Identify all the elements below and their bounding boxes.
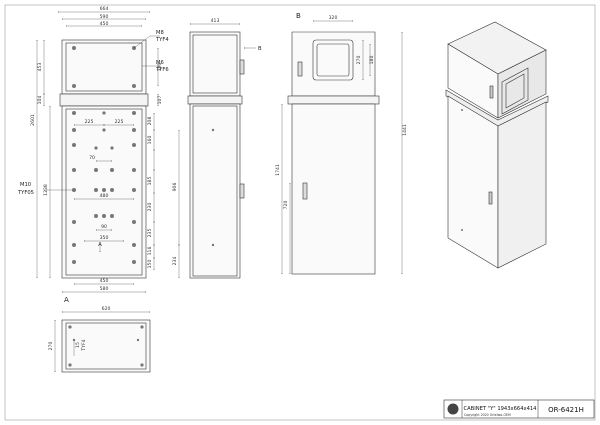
front-holes [72,46,136,264]
title-block-note: Copyright 2020 Ortelwo-OEM [464,413,511,417]
view-b-window [312,39,354,81]
label-tyf6: TYF6 [155,67,169,73]
dim-116: 116 [147,247,153,256]
dim-270-b: 270 [356,56,362,65]
side-lower-box [189,103,241,279]
dim-2601: 2601 [30,114,36,126]
iso-holes [461,109,463,231]
dim-90: 90 [101,224,107,230]
label-view-b: B [258,46,262,52]
dim-70: 70 [89,155,95,161]
dim-450-top: 450 [100,21,109,27]
dim-590: 590 [100,14,109,20]
front-lower-inner [65,108,143,276]
dim-160: 160 [147,136,153,145]
side-top-box [189,31,241,97]
dim-150: 150 [147,260,153,269]
dim-15: 15 [75,342,81,348]
title-block-name: CABINET "Y" 1943x664x414 [464,406,538,412]
dim-450-bottom: 450 [100,278,109,284]
view-a-dim-text: A 620 270 15 TYF4 [48,296,110,352]
view-b-window-inner [316,43,350,77]
dim-1441: 1441 [402,124,408,136]
side-holes [211,128,215,247]
view-a-holes [68,325,144,367]
title-block: CABINET "Y" 1943x664x414 Copyright 2020 … [443,399,595,419]
front-dim-lines [36,11,160,293]
dim-104: 104 [37,96,43,105]
view-b-dim-lines [281,20,403,275]
dim-906: 906 [172,183,178,192]
front-middle-band [59,93,149,107]
label-m6: M6 [156,60,164,66]
label-m8: M8 [156,30,164,36]
dim-413: 413 [211,18,220,24]
dim-480: 480 [100,193,109,199]
view-b-handle-top [297,61,303,77]
dim-234: 234 [172,257,178,266]
dim-225-b: 225 [115,119,124,125]
dim-350: 350 [100,235,109,241]
company-logo-icon [447,403,459,415]
front-view [59,39,149,279]
view-b [287,31,380,275]
view-a-title: A [64,296,69,304]
front-dim-text: 664 590 450 453 104 2601 1238 225 225 70… [17,6,169,292]
view-b-handle-bottom [302,182,308,200]
label-m10: M10 [20,182,31,188]
dim-1238: 1238 [43,184,49,196]
dim-320: 320 [329,15,338,21]
front-top-box [61,39,147,95]
view-b-title: B [296,12,301,20]
view-a-dim-lines [54,311,151,373]
view-b-dim-text: B 320 270 180 1441 1741 720 [275,12,408,209]
label-tyf4: TYF4 [155,37,169,43]
dim-270-a: 270 [48,342,54,351]
dim-453: 453 [37,63,43,72]
dim-208: 208 [147,117,153,126]
dim-320-right: 320 [157,63,163,72]
dim-664: 664 [100,6,109,12]
dim-235: 235 [147,229,153,238]
dim-225-a: 225 [85,119,94,125]
dim-720: 720 [283,201,289,210]
dim-1741: 1741 [275,164,281,176]
label-section-a: A [98,242,102,248]
side-handle-bottom [239,183,245,199]
front-top-inner [65,42,143,92]
side-dim-lines [178,23,256,279]
side-band [187,95,243,105]
dim-107: 107 [157,96,163,105]
side-top-inner [192,34,238,94]
dim-230: 230 [147,203,153,212]
side-view [187,31,245,279]
side-dim-text: 413 906 234 B [172,18,262,265]
title-block-code: OR-6421H [548,406,584,414]
sheet-border [4,4,596,421]
view-a [61,319,151,373]
dim-620: 620 [102,306,111,312]
dim-180: 180 [369,56,375,65]
side-handle-top [239,59,245,75]
dim-tyf4-a: TYF4 [81,339,87,351]
label-tyf05: TYF05 [17,190,34,196]
isometric-view [445,21,549,269]
dim-580: 580 [100,286,109,292]
dim-185: 185 [147,177,153,186]
side-lower-inner [192,105,238,277]
